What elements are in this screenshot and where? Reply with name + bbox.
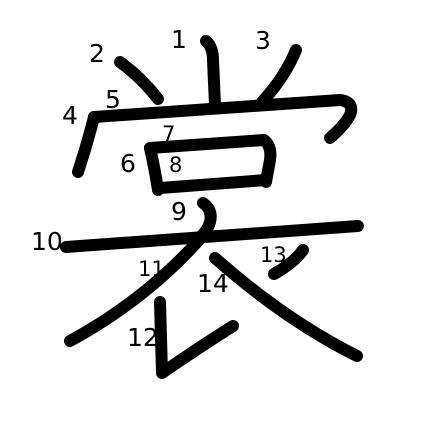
stroke-2: [114, 56, 164, 105]
stroke-number-10: 10: [31, 227, 63, 256]
stroke-number-7: 7: [162, 122, 176, 146]
stroke-14: [209, 252, 363, 362]
stroke-number-9: 9: [171, 197, 187, 226]
stroke-number-14: 14: [197, 269, 229, 298]
stroke-5: [88, 94, 358, 144]
stroke-7: [144, 134, 277, 188]
stroke-12: [154, 296, 239, 379]
stroke-3: [256, 44, 302, 108]
stroke-13: [268, 244, 309, 280]
stroke-10: [60, 220, 364, 253]
stroke-4: [72, 111, 100, 178]
stroke-number-13: 13: [260, 243, 287, 267]
stroke-number-8: 8: [169, 153, 183, 177]
stroke-number-1: 1: [171, 25, 187, 54]
stroke-number-4: 4: [62, 101, 78, 130]
stroke-number-5: 5: [105, 85, 121, 114]
stroke-number-12: 12: [127, 323, 159, 352]
stroke-11: [64, 234, 205, 347]
stroke-1: [200, 35, 221, 111]
stroke-8: [154, 174, 272, 194]
stroke-number-11: 11: [138, 257, 165, 281]
stroke-number-2: 2: [89, 39, 105, 68]
stroke-number-3: 3: [255, 26, 271, 55]
stroke-number-6: 6: [120, 149, 136, 178]
